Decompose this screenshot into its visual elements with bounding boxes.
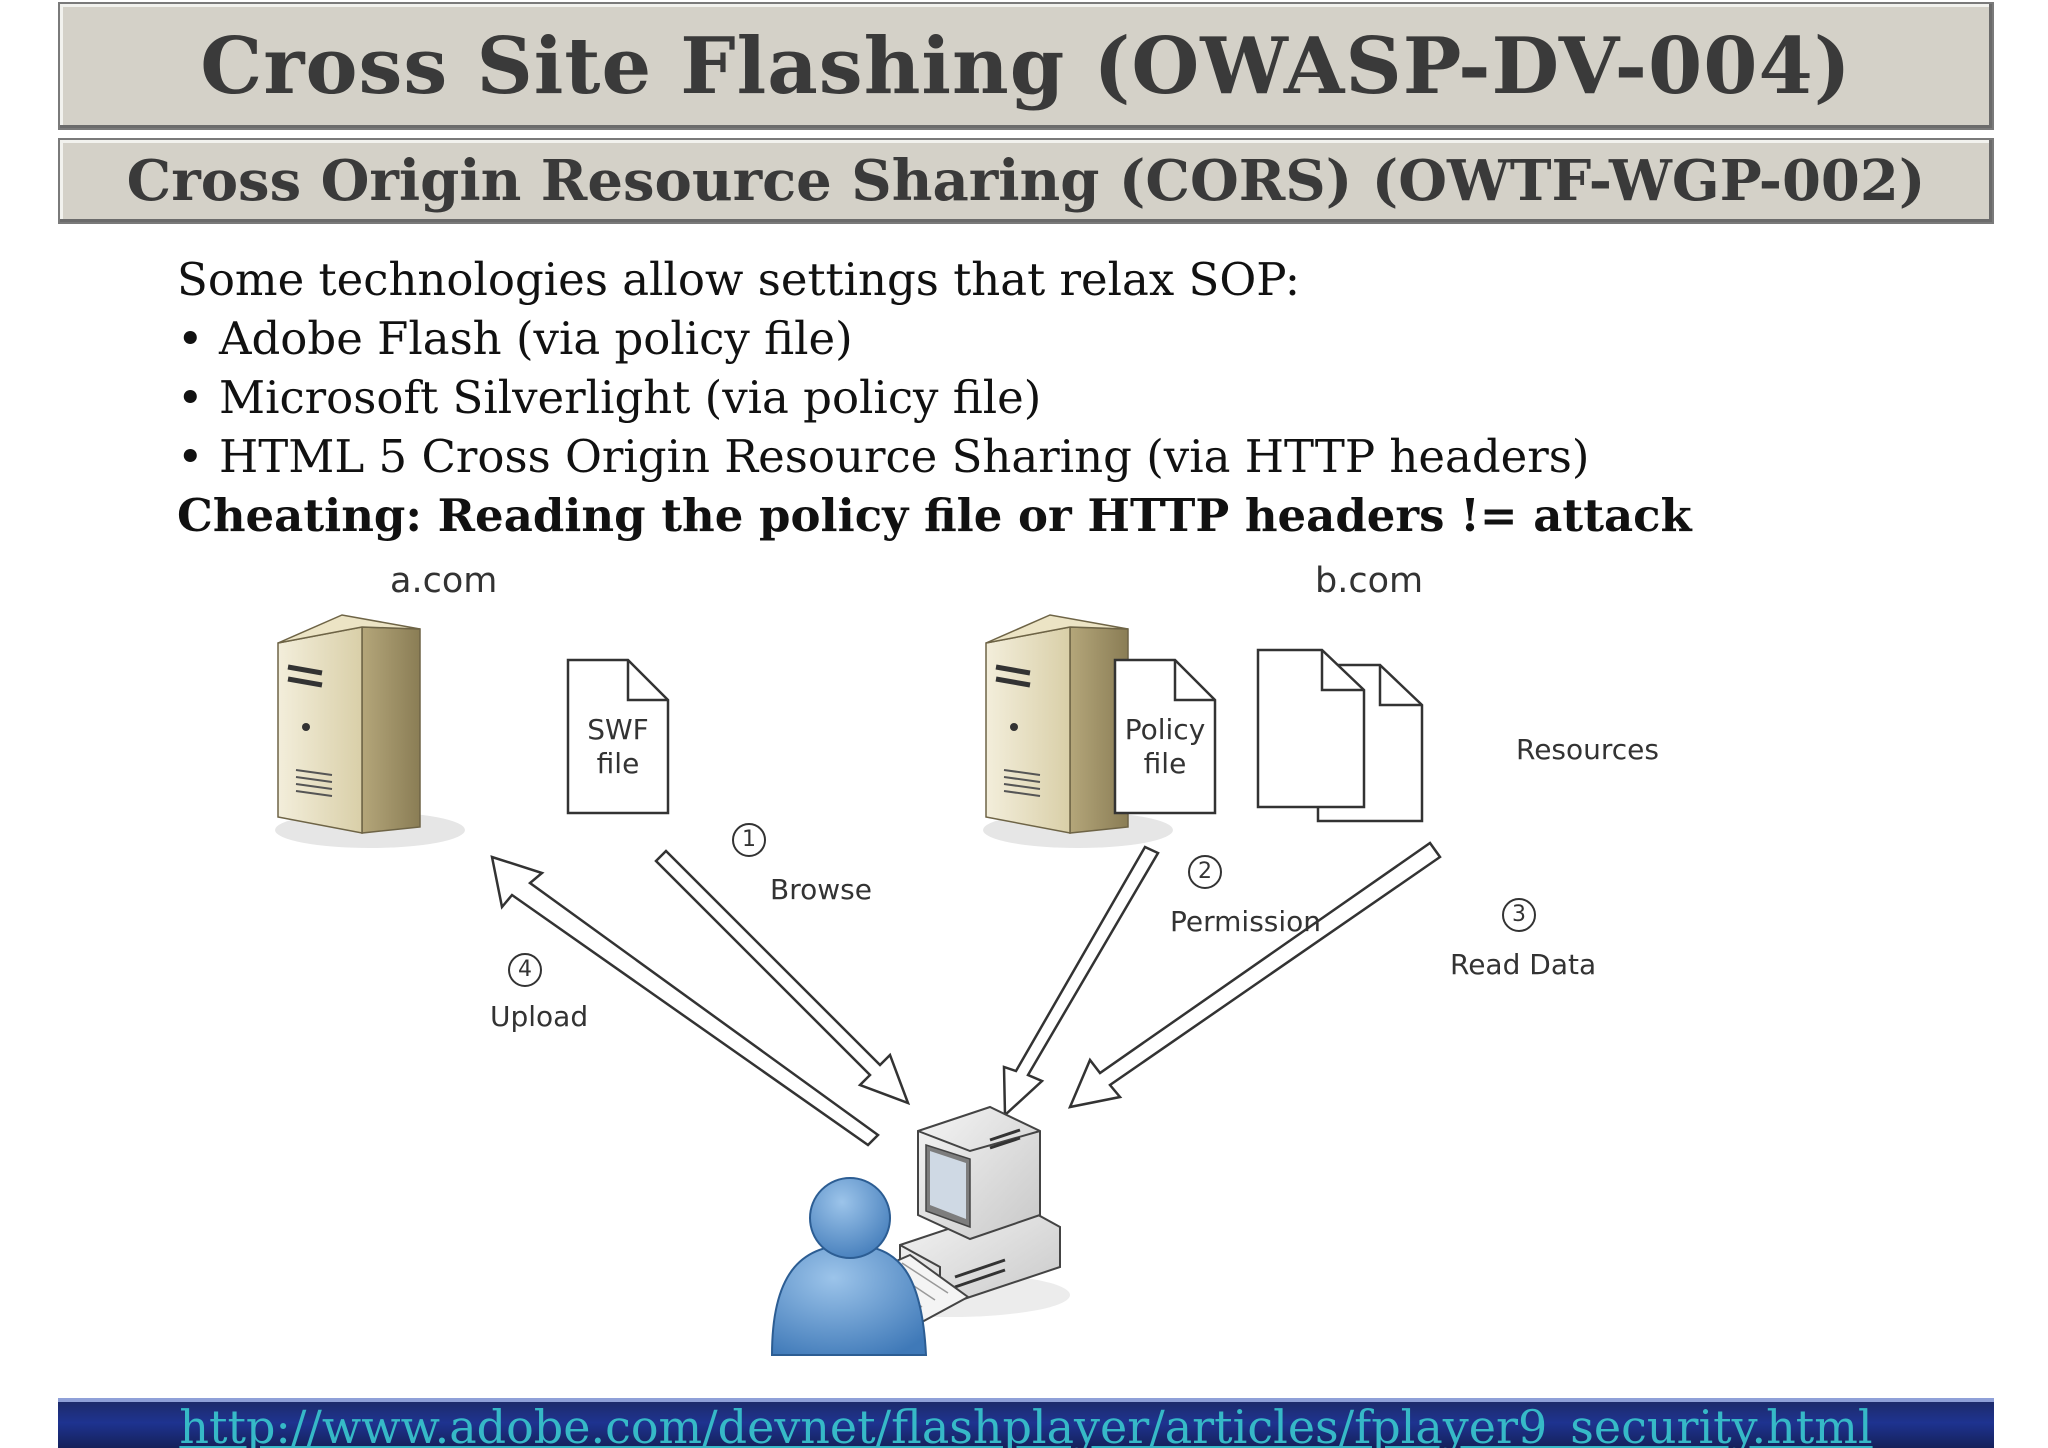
bullet-text: Microsoft Silverlight (via policy file) (219, 371, 1042, 424)
upload-arrow (490, 855, 880, 1147)
step-number: 3 (1502, 898, 1536, 932)
slide-subtitle: Cross Origin Resource Sharing (CORS) (OW… (58, 138, 1994, 224)
step-number: 1 (732, 823, 766, 857)
server-icon (983, 614, 1173, 848)
bullet-item: • HTML 5 Cross Origin Resource Sharing (v… (177, 427, 1927, 486)
swf-file-line: SWF (587, 713, 649, 746)
bullet-glyph: • (177, 371, 204, 424)
policy-file-line: Policy (1124, 713, 1206, 746)
bullet-text: HTML 5 Cross Origin Resource Sharing (vi… (219, 430, 1590, 483)
resources-label: Resources (1516, 733, 1659, 766)
step-label-browse: Browse (770, 873, 872, 906)
step-label-upload: Upload (490, 1000, 589, 1033)
swf-file-label: SWF file (568, 713, 668, 781)
bullet-glyph: • (177, 312, 204, 365)
intro-text: Some technologies allow settings that re… (177, 253, 1301, 306)
site-a-label: a.com (390, 561, 498, 601)
bullet-glyph: • (177, 430, 204, 483)
browse-arrow (654, 849, 911, 1106)
document-icon (566, 658, 670, 815)
reference-link[interactable]: http://www.adobe.com/devnet/flashplayer/… (179, 1400, 1873, 1448)
footer-bar: http://www.adobe.com/devnet/flashplayer/… (58, 1398, 1994, 1448)
swf-file-line: file (596, 747, 640, 780)
step-number: 2 (1188, 855, 1222, 889)
bullet-item: • Adobe Flash (via policy file) (177, 309, 1927, 368)
policy-file-label: Policy file (1115, 713, 1215, 781)
slide-title: Cross Site Flashing (OWASP-DV-004) (58, 2, 1994, 130)
cross-domain-diagram: a.com b.com SWF file Policy file Resourc… (60, 555, 2000, 1385)
permission-arrow (1002, 845, 1160, 1118)
step-label-read-data: Read Data (1450, 948, 1597, 981)
policy-file-line: file (1143, 747, 1187, 780)
site-b-label: b.com (1315, 561, 1424, 601)
slide-body: Some technologies allow settings that re… (177, 250, 1927, 545)
diagram-graphics (275, 614, 1442, 1356)
document-icon (1256, 648, 1424, 823)
cheating-note: Cheating: Reading the policy file or HTT… (177, 489, 1692, 542)
step-label-permission: Permission (1170, 905, 1322, 938)
document-icon (1113, 658, 1217, 815)
server-icon (275, 614, 465, 848)
read-data-arrow (1067, 841, 1442, 1109)
bullet-item: • Microsoft Silverlight (via policy file) (177, 368, 1927, 427)
step-number: 4 (508, 953, 542, 987)
bullet-text: Adobe Flash (via policy file) (219, 312, 853, 365)
user-icon (770, 1177, 928, 1356)
